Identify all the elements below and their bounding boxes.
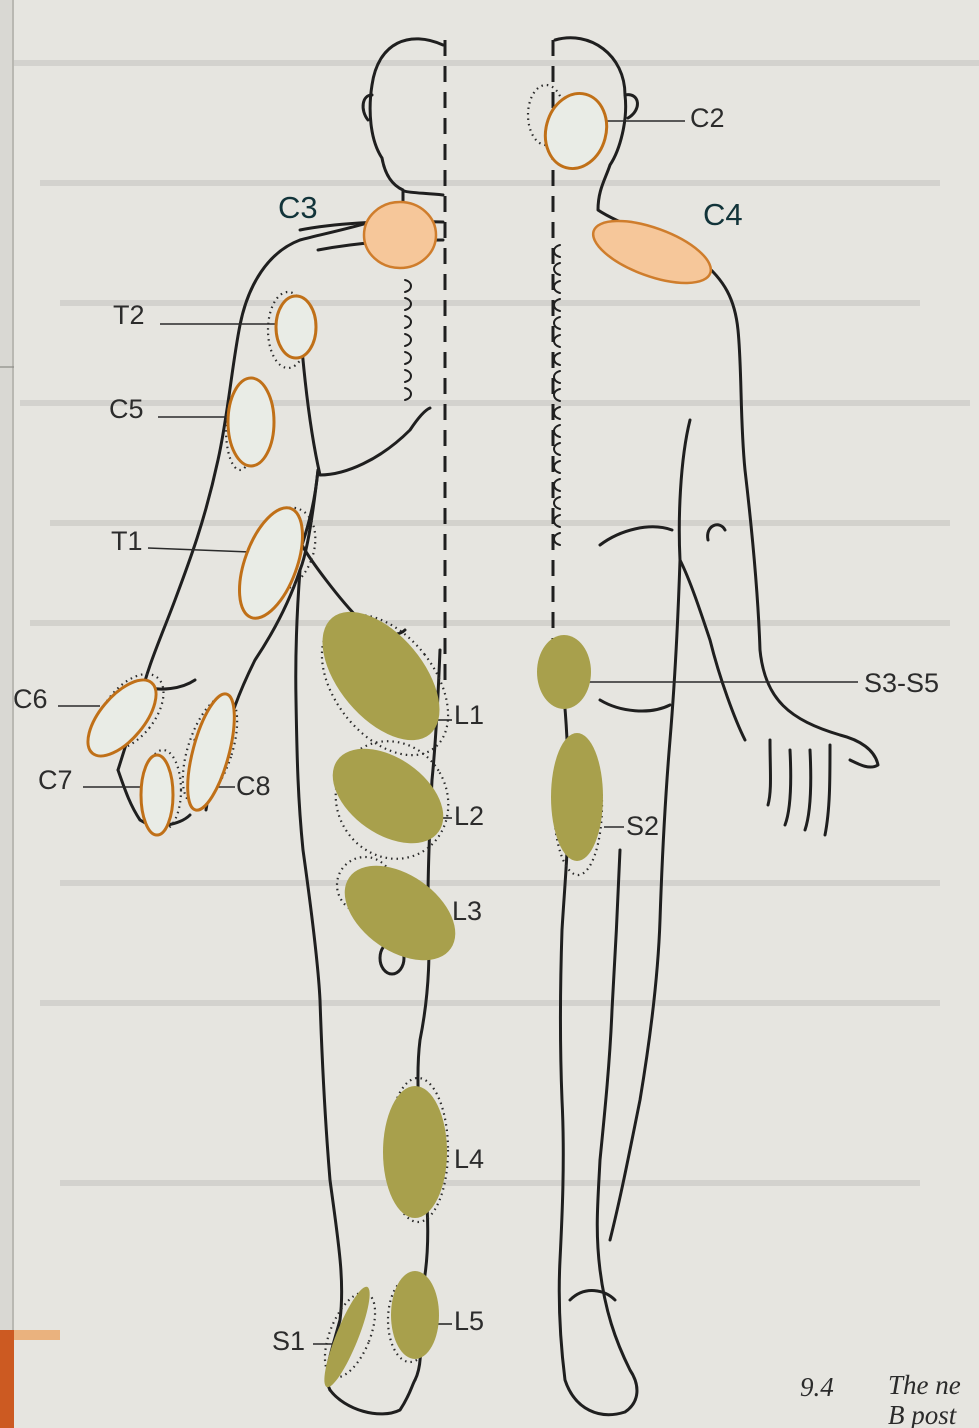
- label-c4: C4: [703, 197, 743, 232]
- zone-l5: [391, 1271, 439, 1359]
- caption-number: 9.4: [800, 1372, 834, 1402]
- zone-l2: [315, 729, 460, 862]
- label-l5: L5: [454, 1306, 484, 1336]
- label-c3: C3: [278, 190, 318, 225]
- label-l1: L1: [454, 700, 484, 730]
- label-c8: C8: [236, 771, 271, 801]
- caption-text: The ne: [888, 1370, 961, 1400]
- label-l3: L3: [452, 896, 482, 926]
- label-c7: C7: [38, 765, 73, 795]
- zone-c8: [178, 689, 244, 814]
- zone-c5: [228, 378, 274, 466]
- zone-c2: [537, 87, 615, 176]
- label-l2: L2: [454, 801, 484, 831]
- label-t2: T2: [113, 300, 145, 330]
- label-l4: L4: [454, 1144, 484, 1174]
- front-spine-marks: [405, 280, 411, 400]
- zone-l3: [327, 846, 472, 979]
- orange-tab: [0, 1330, 14, 1428]
- bleed-through-text: [0, 60, 979, 1186]
- label-c6: C6: [13, 684, 48, 714]
- zone-s3s5: [537, 635, 591, 709]
- zone-c3: [364, 202, 436, 268]
- label-c2: C2: [690, 103, 725, 133]
- label-s2: S2: [626, 811, 659, 841]
- caption-text-line2: B post: [888, 1400, 958, 1428]
- stipple-rims: [83, 85, 602, 1384]
- zone-s1: [317, 1283, 378, 1391]
- label-t1: T1: [111, 526, 143, 556]
- orange-tab-light: [14, 1330, 60, 1340]
- back-spine-marks: [554, 245, 560, 545]
- zone-c7: [141, 755, 173, 835]
- page-edge: [0, 0, 12, 1428]
- label-s3s5: S3-S5: [864, 668, 939, 698]
- zone-c4: [586, 208, 719, 296]
- label-s1: S1: [272, 1326, 305, 1356]
- zone-t2: [276, 296, 316, 358]
- zone-s2: [551, 733, 603, 861]
- zone-l4: [383, 1086, 447, 1218]
- page-shadow-line: [12, 0, 14, 1330]
- label-c5: C5: [109, 394, 144, 424]
